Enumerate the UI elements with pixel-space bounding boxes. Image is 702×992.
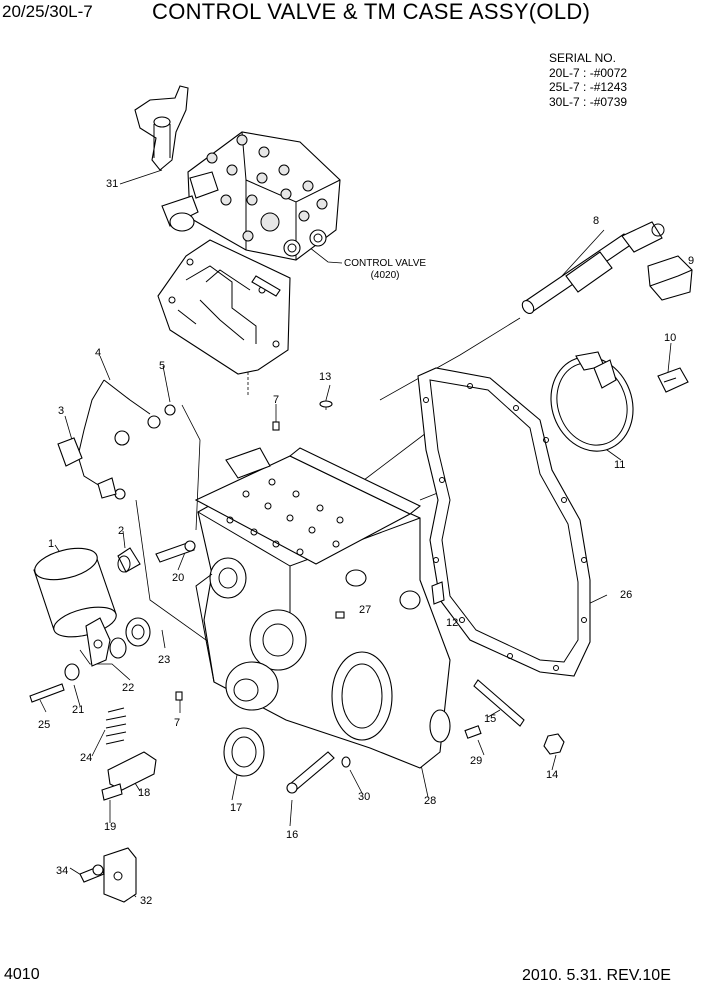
callout-31: 31 (106, 178, 118, 190)
callout-25: 25 (38, 719, 50, 731)
brake-band-11 (550, 351, 634, 452)
serial-line: 25L-7 : -#1243 (549, 80, 628, 94)
valve-plate (157, 239, 291, 375)
fitting-2 (117, 547, 141, 573)
callout-7a: 7 (273, 394, 279, 406)
oil-seal-17 (223, 727, 265, 777)
gasket-26 (417, 367, 591, 677)
callout-9: 9 (688, 255, 694, 267)
transmission-case-28 (194, 447, 451, 769)
callout-numbers: 31 8 9 10 11 4 5 13 7 3 2 1 20 26 27 12 … (38, 178, 694, 907)
callout-19: 19 (104, 821, 116, 833)
callout-4: 4 (95, 347, 101, 359)
callout-11: 11 (614, 459, 625, 471)
bolt-16 (286, 751, 335, 794)
callout-18: 18 (138, 787, 150, 799)
callout-12: 12 (446, 617, 458, 629)
plug-7-lower (175, 691, 183, 701)
callout-24: 24 (80, 752, 92, 764)
shaft-8 (521, 221, 665, 314)
callout-34: 34 (56, 865, 68, 877)
callout-3: 3 (58, 405, 64, 417)
valve-bolts (206, 134, 328, 242)
control-valve-reference: CONTROL VALVE (4020) (344, 258, 426, 282)
o-ring-13 (319, 400, 333, 408)
callout-2: 2 (118, 525, 124, 537)
serial-line: 20L-7 : -#0072 (549, 65, 628, 80)
callout-21: 21 (72, 704, 84, 716)
bracket-32 (103, 847, 137, 903)
callout-23: 23 (158, 654, 170, 666)
callout-15: 15 (484, 713, 496, 725)
breather-12 (431, 581, 445, 605)
part-9 (647, 255, 693, 301)
pipe-4 (57, 379, 176, 500)
seal-23 (125, 617, 151, 647)
bolt-20 (155, 540, 196, 563)
bracket-18 (107, 751, 157, 791)
callout-17: 17 (230, 802, 242, 814)
control-valve-assembly (161, 131, 341, 261)
page-title: CONTROL VALVE & TM CASE ASSY(OLD) (152, 0, 591, 24)
bracket-31 (134, 85, 189, 171)
part-10 (657, 367, 689, 393)
spring-24 (105, 707, 127, 745)
callout-10: 10 (664, 332, 676, 344)
bolt-19 (101, 783, 123, 801)
callout-16: 16 (286, 829, 298, 841)
callout-22: 22 (122, 682, 134, 694)
callout-28: 28 (424, 795, 436, 807)
control-valve-ref: (4020) (370, 270, 400, 281)
callout-27: 27 (359, 604, 371, 616)
callout-26: 26 (620, 589, 632, 601)
page-number: 4010 (4, 966, 40, 983)
callout-1: 1 (48, 538, 54, 550)
pin-27 (335, 611, 345, 619)
rod-15 (473, 679, 525, 727)
washer-30 (341, 756, 351, 768)
control-valve-name: CONTROL VALVE (344, 258, 427, 269)
case-top-holes (226, 478, 344, 556)
callout-7b: 7 (174, 717, 180, 729)
serial-line: 30L-7 : -#0739 (549, 94, 628, 109)
plug-7-upper (272, 421, 280, 431)
callout-14: 14 (546, 769, 558, 781)
callout-29: 29 (470, 755, 482, 767)
snap-ring-21 (64, 663, 80, 681)
oil-filter-1 (33, 547, 117, 638)
serial-heading: SERIAL NO. (549, 51, 616, 65)
pin-29 (464, 725, 482, 739)
gasket-holes (423, 383, 587, 671)
bolt-34 (79, 864, 105, 883)
callout-13: 13 (319, 371, 331, 383)
revision-date: 2010. 5.31. REV.10E (522, 967, 671, 984)
model-label: 20/25/30L-7 (2, 2, 93, 21)
pin-25 (29, 683, 65, 703)
serial-number-block: SERIAL NO. 20L-7 : -#0072 25L-7 : -#1243… (549, 51, 627, 109)
lever-22 (85, 617, 127, 667)
callout-32: 32 (140, 895, 152, 907)
callout-20: 20 (172, 572, 184, 584)
callout-8: 8 (593, 215, 599, 227)
nut-14 (543, 733, 565, 755)
callout-30: 30 (358, 791, 370, 803)
callout-5: 5 (159, 360, 165, 372)
